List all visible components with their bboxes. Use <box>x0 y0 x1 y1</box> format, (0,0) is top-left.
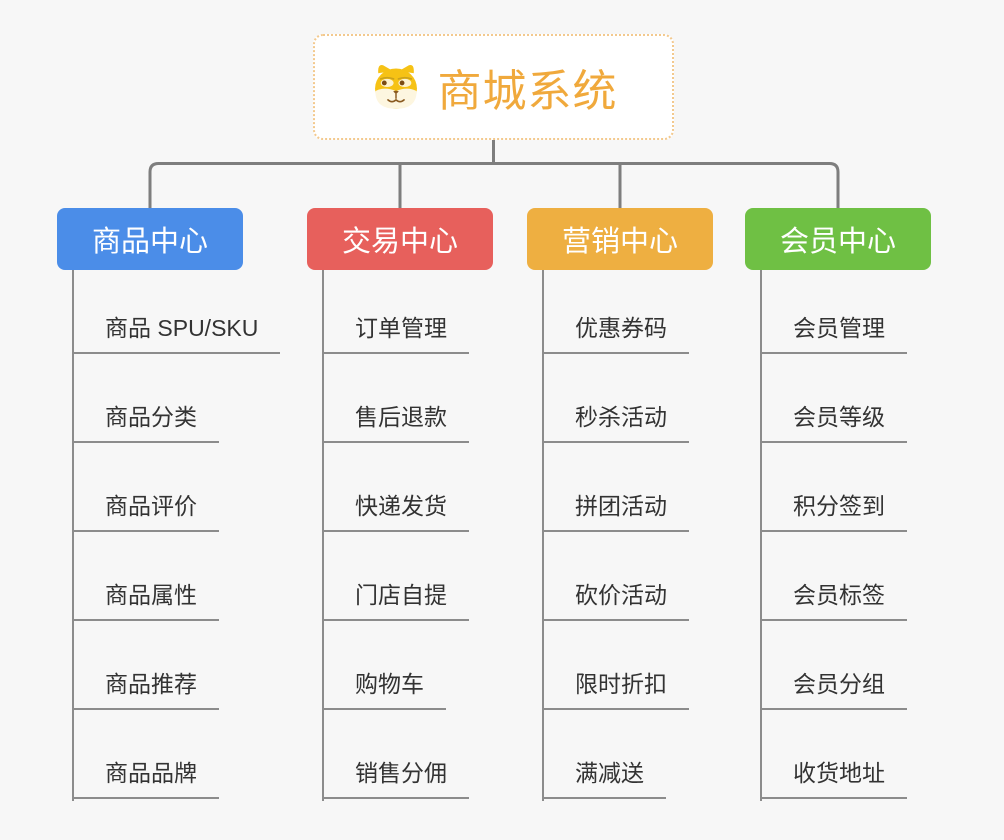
branch-topic-member-center[interactable]: 会员中心 <box>745 208 931 270</box>
subtopic-trade-center-3[interactable]: 快递发货 <box>323 487 469 532</box>
branch-topic-label: 交易中心 <box>341 226 458 258</box>
branch-topic-marketing-center[interactable]: 营销中心 <box>527 208 713 270</box>
subtopic-marketing-center-5[interactable]: 限时折扣 <box>543 665 689 710</box>
subtopic-product-center-6[interactable]: 商品品牌 <box>73 754 219 799</box>
subtopic-member-center-6[interactable]: 收货地址 <box>761 754 907 799</box>
branch-spine-trade-center <box>322 270 324 801</box>
subtopic-marketing-center-3[interactable]: 拼团活动 <box>543 487 689 532</box>
subtopic-marketing-center-1[interactable]: 优惠券码 <box>543 309 689 354</box>
subtopic-product-center-3[interactable]: 商品评价 <box>73 487 219 532</box>
branch-spine-marketing-center <box>542 270 544 801</box>
subtopic-marketing-center-4[interactable]: 砍价活动 <box>543 576 689 621</box>
subtopic-trade-center-2[interactable]: 售后退款 <box>323 398 469 443</box>
root-topic[interactable]: 商城系统 <box>313 34 674 140</box>
subtopic-member-center-2[interactable]: 会员等级 <box>761 398 907 443</box>
subtopic-product-center-4[interactable]: 商品属性 <box>73 576 219 621</box>
subtopic-trade-center-6[interactable]: 销售分佣 <box>323 754 469 799</box>
subtopic-product-center-5[interactable]: 商品推荐 <box>73 665 219 710</box>
subtopic-trade-center-4[interactable]: 门店自提 <box>323 576 469 621</box>
branch-topic-label: 商品中心 <box>91 226 208 258</box>
subtopic-member-center-1[interactable]: 会员管理 <box>761 309 907 354</box>
subtopic-trade-center-1[interactable]: 订单管理 <box>323 309 469 354</box>
branch-topic-product-center[interactable]: 商品中心 <box>57 208 243 270</box>
subtopic-member-center-5[interactable]: 会员分组 <box>761 665 907 710</box>
subtopic-marketing-center-2[interactable]: 秒杀活动 <box>543 398 689 443</box>
branch-topic-trade-center[interactable]: 交易中心 <box>307 208 493 270</box>
root-topic-title: 商城系统 <box>437 67 618 116</box>
subtopic-trade-center-5[interactable]: 购物车 <box>323 665 446 710</box>
subtopic-marketing-center-6[interactable]: 满减送 <box>543 754 666 799</box>
subtopic-member-center-4[interactable]: 会员标签 <box>761 576 907 621</box>
branch-spine-member-center <box>760 270 762 801</box>
dog-face-icon <box>374 64 417 109</box>
subtopic-product-center-2[interactable]: 商品分类 <box>73 398 219 443</box>
subtopic-product-center-1[interactable]: 商品 SPU/SKU <box>73 309 281 354</box>
branch-spine-product-center <box>72 270 74 801</box>
branch-topic-label: 营销中心 <box>561 226 678 258</box>
subtopic-member-center-3[interactable]: 积分签到 <box>761 487 907 532</box>
branch-topic-label: 会员中心 <box>779 226 896 258</box>
